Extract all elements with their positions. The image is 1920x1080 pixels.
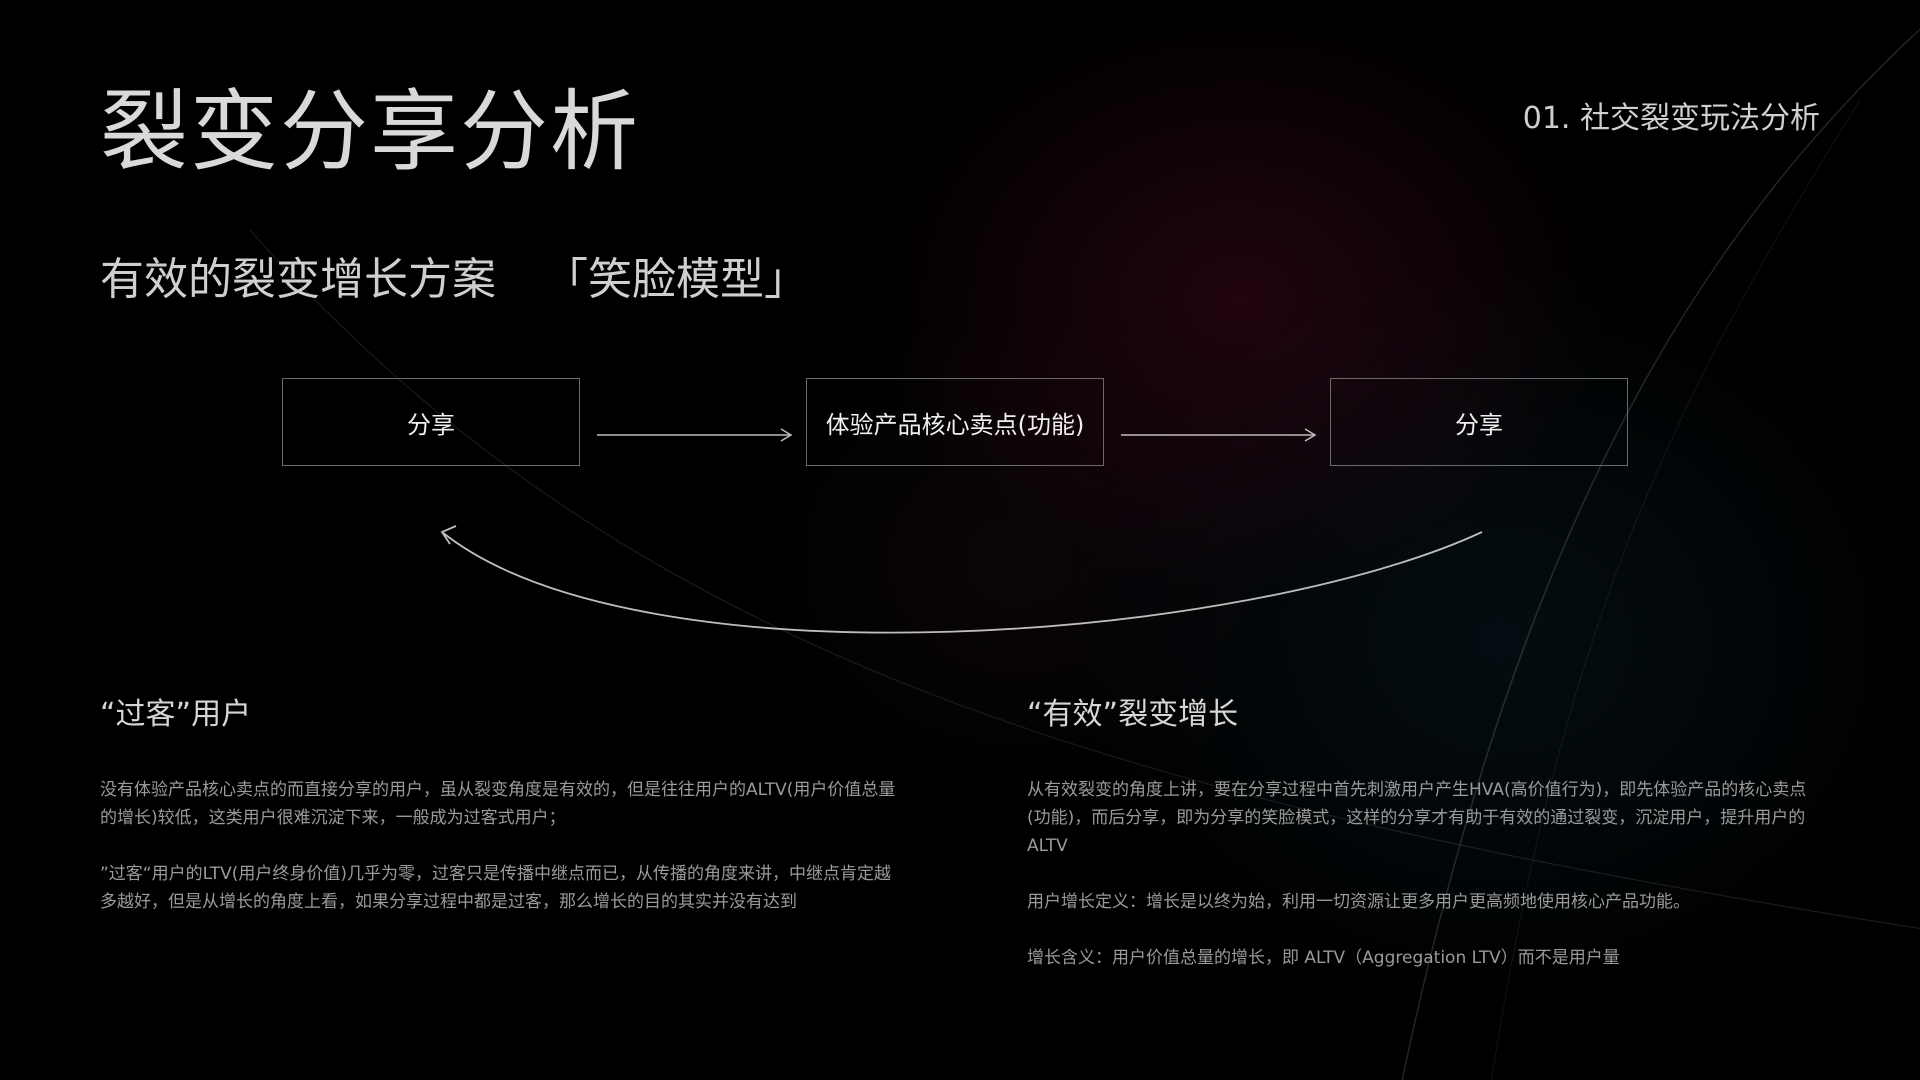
paragraph: 增长含义：用户价值总量的增长，即 ALTV（Aggregation LTV）而不… xyxy=(1027,948,1620,968)
paragraph: 从有效裂变的角度上讲，要在分享过程中首先刺激用户产生HVA(高价值行为)，即先体… xyxy=(1027,780,1807,856)
section-title: “有效”裂变增长 xyxy=(1027,697,1239,732)
section-effective-growth: “有效”裂变增长 从有效裂变的角度上讲，要在分享过程中首先刺激用户产生HVA(高… xyxy=(1027,700,1827,1000)
section-label: 01. 社交裂变玩法分析 xyxy=(1522,101,1820,136)
flow-box-core-feature: 体验产品核心卖点(功能) xyxy=(806,378,1104,466)
flow-box-share-end: 分享 xyxy=(1330,378,1628,466)
paragraph: 没有体验产品核心卖点的而直接分享的用户，虽从裂变角度是有效的，但是往往用户的AL… xyxy=(100,780,896,828)
page-title: 裂变分享分析 xyxy=(100,80,641,183)
arrow-right-icon xyxy=(1121,428,1317,442)
flow-box-share-start: 分享 xyxy=(282,378,580,466)
subtitle-text: 有效的裂变增长方案 xyxy=(100,254,496,305)
arrow-right-icon xyxy=(597,428,793,442)
paragraph: 用户增长定义：增长是以终为始，利用一切资源让更多用户更高频地使用核心产品功能。 xyxy=(1027,892,1690,912)
section-title: “过客”用户 xyxy=(100,697,252,732)
subtitle: 有效的裂变增长方案「笑脸模型」 xyxy=(100,258,808,302)
paragraph: ”过客“用户的LTV(用户终身价值)几乎为零，过客只是传播中继点而已，从传播的角… xyxy=(100,864,892,912)
curved-return-arrow-icon xyxy=(440,525,1483,634)
model-name: 「笑脸模型」 xyxy=(544,254,808,305)
section-transient-users: “过客”用户 没有体验产品核心卖点的而直接分享的用户，虽从裂变角度是有效的，但是… xyxy=(100,700,900,944)
